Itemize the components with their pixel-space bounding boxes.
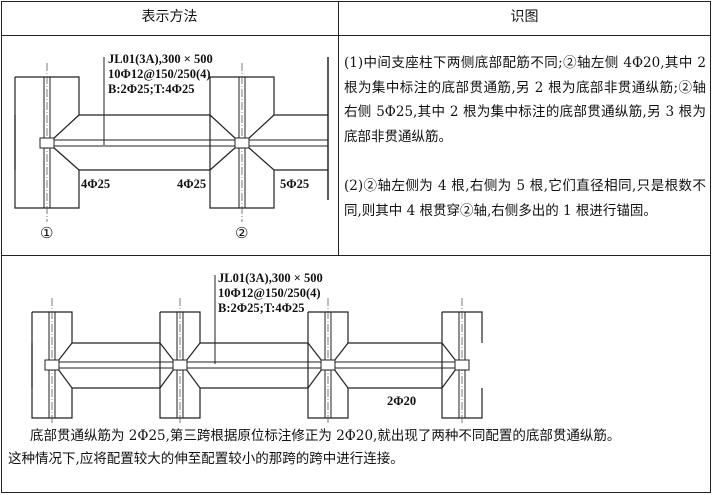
explanation-1: (1)中间支座柱下两侧底部配筋不同;②轴左侧 4Φ20,其中 2 根为集中标注的… (344, 55, 706, 145)
rebar-label: 4Φ25 (81, 177, 110, 191)
annotation-line-3: B:2Φ25;T:4Φ25 (108, 82, 194, 96)
haunch (333, 342, 349, 362)
axis-label-1: ① (40, 226, 53, 242)
haunch (441, 342, 457, 362)
top-diagram (14, 57, 329, 222)
column-node (172, 359, 188, 371)
row-divider (1, 255, 711, 256)
bottom-text-2: 这种情况下,应将配置较大的伸至配置较小的那跨的跨中进行连接。 (8, 451, 404, 467)
rebar-label: 2Φ20 (387, 394, 416, 408)
header-reading: 识图 (510, 9, 539, 25)
haunch (185, 342, 201, 362)
haunch (247, 146, 275, 171)
column-node (454, 359, 470, 371)
annotation-line-1: JL01(3A),300 × 500 (218, 271, 323, 285)
annotation-line-3: B:2Φ25;T:4Φ25 (218, 301, 304, 315)
haunch (52, 114, 80, 140)
column-divider (338, 1, 339, 255)
haunch (333, 368, 349, 389)
axis-label-2: ② (235, 226, 248, 242)
row-divider (1, 35, 711, 36)
haunch (185, 368, 201, 389)
bottom-diagram (31, 298, 483, 425)
column-node (320, 359, 336, 371)
column-node (39, 137, 55, 149)
haunch (209, 146, 237, 171)
explanation-2: (2)②轴左侧为 4 根,右侧为 5 根,它们直径相同,只是根数不同,则其中 4… (344, 178, 706, 219)
column-node (234, 137, 250, 149)
haunch (247, 114, 275, 140)
annotation-line-1: JL01(3A),300 × 500 (108, 52, 213, 66)
annotation-line-2: 10Φ12@150/250(4) (108, 67, 211, 81)
column-node (44, 359, 60, 371)
haunch (307, 368, 323, 389)
haunch (441, 368, 457, 389)
haunch (57, 342, 73, 362)
annotation-line-2: 10Φ12@150/250(4) (218, 286, 321, 300)
haunch (52, 146, 80, 171)
haunch (307, 342, 323, 362)
haunch (209, 114, 237, 140)
haunch (159, 342, 175, 362)
header-representation: 表示方法 (141, 9, 198, 25)
rebar-label: 5Φ25 (280, 177, 309, 191)
rebar-label: 4Φ25 (177, 177, 206, 191)
haunch (159, 368, 175, 389)
bottom-text-1: 底部贯通纵筋为 2Φ25,第三跨根据原位标注修正为 2Φ20,就出现了两种不同配… (30, 428, 621, 444)
haunch (57, 368, 73, 389)
